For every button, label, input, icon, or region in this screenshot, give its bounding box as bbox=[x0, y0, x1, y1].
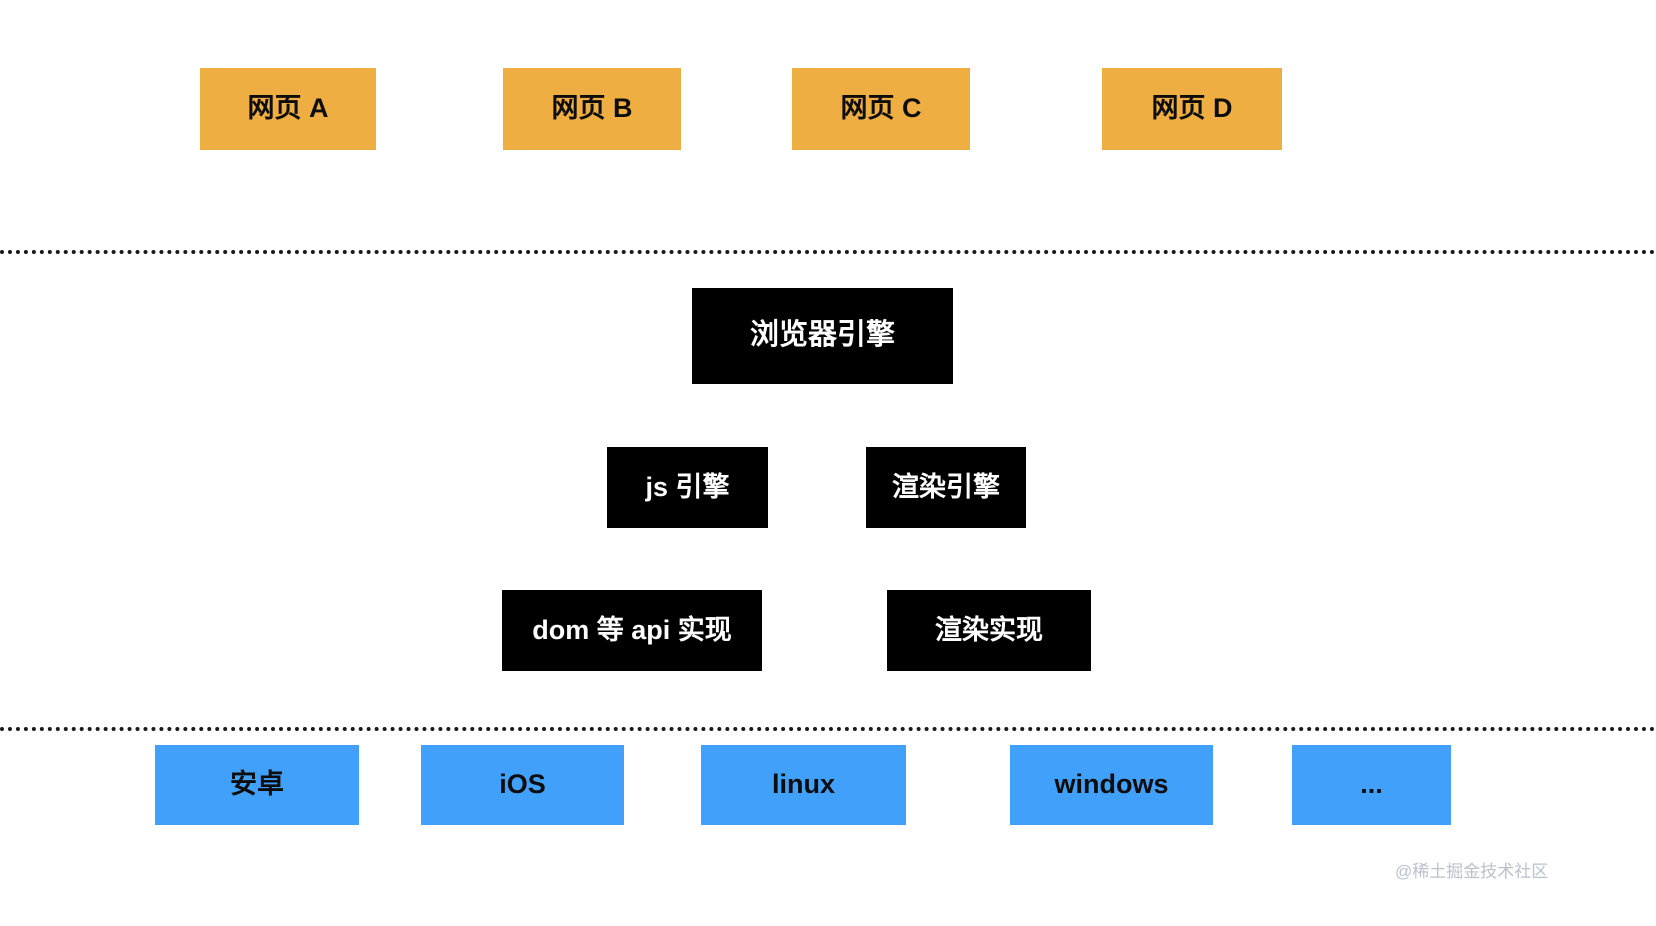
watermark: @稀土掘金技术社区 bbox=[1395, 862, 1549, 881]
js-engine-label: js 引擎 bbox=[645, 471, 730, 502]
divider-pages-browser bbox=[0, 250, 1656, 254]
os-label-android: 安卓 bbox=[230, 769, 284, 800]
os-label-ios: iOS bbox=[499, 769, 546, 800]
js-engine-box: js 引擎 bbox=[607, 447, 768, 528]
web-page-label-b: 网页 B bbox=[551, 93, 633, 124]
os-label-linux: linux bbox=[771, 769, 835, 800]
os-box-more: ... bbox=[1292, 745, 1451, 825]
os-box-linux: linux bbox=[701, 745, 906, 825]
web-page-box-c: 网页 C bbox=[792, 68, 970, 150]
web-page-box-b: 网页 B bbox=[503, 68, 681, 150]
os-label-more: ... bbox=[1360, 769, 1383, 800]
render-impl-label: 渲染实现 bbox=[935, 614, 1043, 645]
render-engine-label: 渲染引擎 bbox=[892, 471, 1000, 502]
web-page-box-a: 网页 A bbox=[200, 68, 376, 150]
os-box-ios: iOS bbox=[421, 745, 624, 825]
os-label-windows: windows bbox=[1054, 769, 1169, 800]
browser-engine-label: 浏览器引擎 bbox=[749, 319, 895, 352]
dom-api-impl-label: dom 等 api 实现 bbox=[532, 614, 732, 645]
browser-engine-box: 浏览器引擎 bbox=[692, 288, 953, 384]
web-page-box-d: 网页 D bbox=[1102, 68, 1282, 150]
web-page-label-d: 网页 D bbox=[1151, 93, 1233, 124]
os-box-android: 安卓 bbox=[155, 745, 359, 825]
os-box-windows: windows bbox=[1010, 745, 1213, 825]
web-page-label-a: 网页 A bbox=[247, 93, 329, 124]
dom-api-impl-box: dom 等 api 实现 bbox=[502, 590, 762, 671]
render-engine-box: 渲染引擎 bbox=[866, 447, 1026, 528]
web-page-label-c: 网页 C bbox=[840, 93, 922, 124]
divider-browser-os bbox=[0, 727, 1656, 731]
render-impl-box: 渲染实现 bbox=[887, 590, 1091, 671]
